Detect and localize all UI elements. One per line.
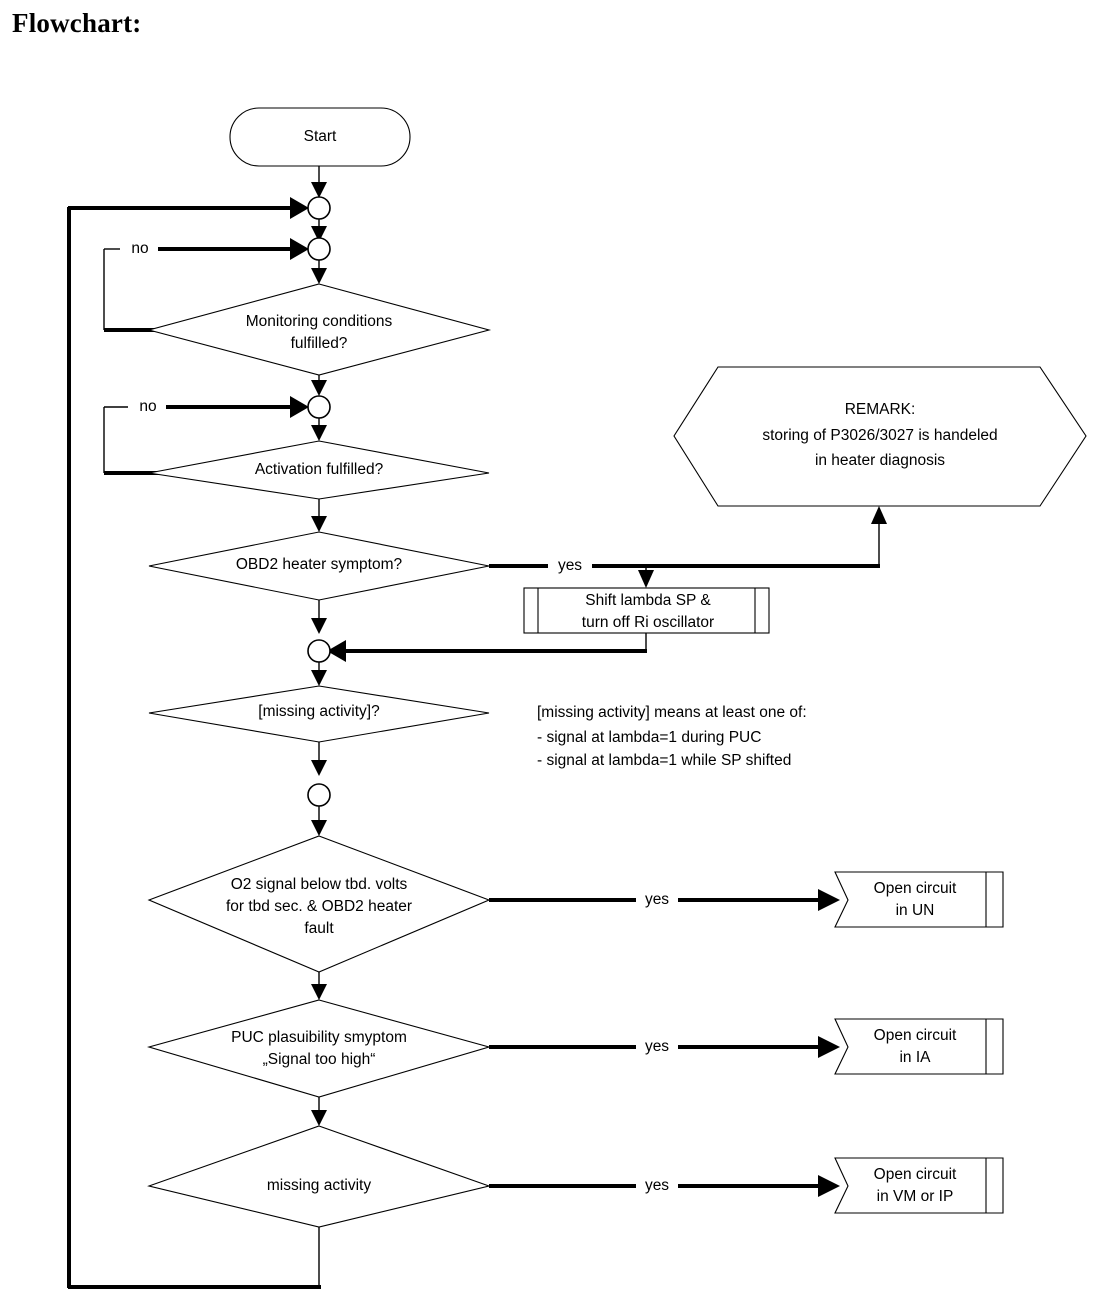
node-monitoring-conditions-label-line2: fulfilled? [291,335,348,352]
edge-merge3-to-activation [311,418,327,441]
node-open-circuit-ia-label-line1: Open circuit [874,1027,957,1044]
node-open-circuit-un-label-line1: Open circuit [874,880,957,897]
node-activation-fulfilled-label: Activation fulfilled? [255,461,384,478]
node-start-label: Start [304,128,337,145]
node-o2-signal-label-line3: fault [304,920,334,937]
node-monitoring-conditions[interactable]: Monitoring conditions fulfilled? [146,283,492,376]
connector-merge-2 [307,237,331,261]
node-shift-lambda-sp[interactable]: Shift lambda SP & turn off Ri oscillator [523,587,770,634]
edge-monitoring-to-merge3 [311,375,327,396]
edge-obd2-to-merge4 [311,600,327,634]
edge-missing-activity-q-to-merge5 [311,742,327,776]
node-open-circuit-vm-ip-label-line2: in VM or IP [877,1188,954,1205]
edge-label-yes-obd2: yes [558,557,582,574]
node-missing-activity-label: missing activity [267,1177,371,1194]
node-puc-plausibility-label-line2: „Signal too high“ [263,1051,376,1068]
node-open-circuit-ia-label-line2: in IA [899,1049,931,1066]
node-o2-signal[interactable]: O2 signal below tbd. volts for tbd sec. … [147,835,491,973]
annotation-line-3: - signal at lambda=1 while SP shifted [537,752,791,769]
edge-missing-activity-yes: yes [489,1175,840,1197]
edge-o2-to-puc [311,972,327,1000]
edge-start-to-merge1 [311,165,327,198]
page-title: Flowchart: [12,8,142,38]
connector-merge-5 [307,783,331,807]
edge-label-yes-missing: yes [645,1177,669,1194]
edge-o2-yes: yes [489,889,840,911]
node-remark: REMARK: storing of P3026/3027 is handele… [673,366,1087,507]
edge-merge1-to-merge2 [311,219,327,242]
node-missing-activity-question[interactable]: [missing activity]? [148,685,490,743]
node-puc-plausibility[interactable]: PUC plasuibility smyptom „Signal too hig… [146,999,492,1098]
node-obd2-heater-symptom-label: OBD2 heater symptom? [236,556,403,573]
edge-label-yes-puc: yes [645,1038,669,1055]
node-remark-label-line1: REMARK: [845,401,916,418]
node-activation-fulfilled[interactable]: Activation fulfilled? [148,440,490,500]
node-o2-signal-label-line2: for tbd sec. & OBD2 heater [226,898,412,915]
node-shift-lambda-sp-label-line1: Shift lambda SP & [585,592,711,609]
node-open-circuit-un[interactable]: Open circuit in UN [834,871,1004,928]
edge-obd2-yes: yes [489,506,887,588]
node-puc-plausibility-label-line1: PUC plasuibility smyptom [231,1029,407,1046]
edge-global-return-loop [67,197,321,1289]
connector-merge-3 [307,395,331,419]
annotation-line-1: [missing activity] means at least one of… [537,704,807,721]
edge-label-no-monitoring: no [131,240,148,257]
node-monitoring-conditions-label-line1: Monitoring conditions [246,313,393,330]
node-missing-activity-question-label: [missing activity]? [258,703,380,720]
edge-activation-to-obd2 [311,499,327,532]
node-start[interactable]: Start [229,107,411,167]
edge-merge2-to-monitoring [311,260,327,284]
node-o2-signal-label-line1: O2 signal below tbd. volts [231,876,408,893]
node-remark-label-line3: in heater diagnosis [815,452,945,469]
connector-merge-4 [307,639,331,663]
node-remark-label-line2: storing of P3026/3027 is handeled [762,427,997,444]
node-open-circuit-vm-ip[interactable]: Open circuit in VM or IP [834,1157,1004,1214]
edge-label-yes-o2: yes [645,891,669,908]
connector-merge-1 [307,196,331,220]
annotation-missing-activity: [missing activity] means at least one of… [537,704,807,769]
edge-puc-to-missing-activity [311,1097,327,1126]
node-obd2-heater-symptom[interactable]: OBD2 heater symptom? [148,531,490,601]
edge-label-no-activation: no [139,398,156,415]
node-missing-activity[interactable]: missing activity [147,1125,491,1228]
node-open-circuit-un-label-line2: in UN [896,902,935,919]
edge-shift-to-merge4 [327,633,647,662]
annotation-line-2: - signal at lambda=1 during PUC [537,729,761,746]
node-open-circuit-ia[interactable]: Open circuit in IA [834,1018,1004,1075]
edge-merge5-to-o2-signal [311,806,327,836]
node-open-circuit-vm-ip-label-line1: Open circuit [874,1166,957,1183]
edge-merge4-to-missing-activity-q [311,662,327,686]
node-shift-lambda-sp-label-line2: turn off Ri oscillator [582,614,714,631]
edge-puc-yes: yes [489,1036,840,1058]
